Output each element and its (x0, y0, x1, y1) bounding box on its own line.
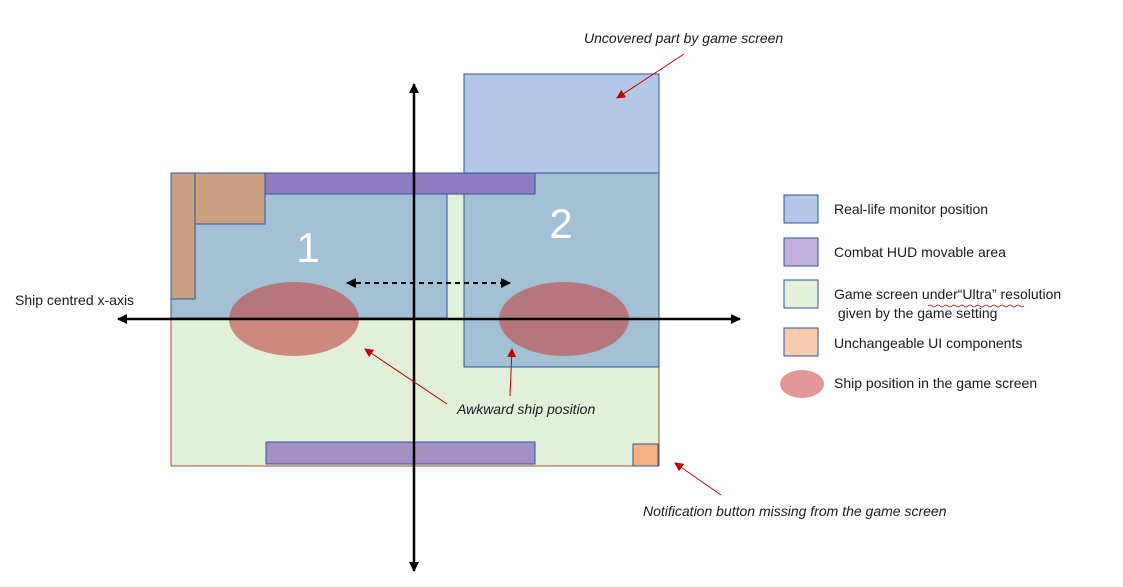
x-axis-label: Ship centred x-axis (15, 292, 134, 308)
notification-arrow (674, 462, 722, 496)
uncovered-annotation: Uncovered part by game screen (584, 30, 783, 46)
legend-swatch-hud (783, 237, 819, 267)
legend-label-ship: Ship position in the game screen (834, 375, 1037, 391)
ui-component-bottom-right (632, 443, 659, 467)
legend-swatch-monitor (783, 194, 819, 224)
legend-label-game-screen-2: given by the game setting (834, 305, 997, 321)
monitor-2-label: 2 (549, 200, 572, 247)
uncovered-arrow (616, 53, 685, 99)
legend-swatch-ship (780, 370, 824, 398)
ultra-spellcheck-underline (927, 304, 1025, 308)
monitor-2-uncovered (463, 73, 660, 174)
notification-annotation: Notification button missing from the gam… (643, 503, 947, 519)
legend-label-hud: Combat HUD movable area (834, 244, 1006, 260)
legend-swatch-ui (783, 327, 819, 357)
ui-component-top-left (194, 172, 266, 225)
hud-bottom-bar (265, 441, 536, 465)
hud-top-bar (264, 172, 536, 195)
legend-label-monitor: Real-life monitor position (834, 201, 988, 217)
legend-swatch-game-screen (783, 279, 819, 309)
legend: Real-life monitor position Combat HUD mo… (780, 194, 1061, 398)
awkward-annotation: Awkward ship position (456, 401, 595, 417)
awkward-arrow-1 (364, 348, 448, 405)
legend-label-ui: Unchangeable UI components (834, 335, 1022, 351)
legend-label-game-screen-1: Game screen under“Ultra” resolution (834, 286, 1061, 302)
awkward-arrow-2 (507, 348, 517, 397)
ui-component-left-strip (170, 172, 196, 300)
monitor-1-label: 1 (296, 224, 319, 271)
